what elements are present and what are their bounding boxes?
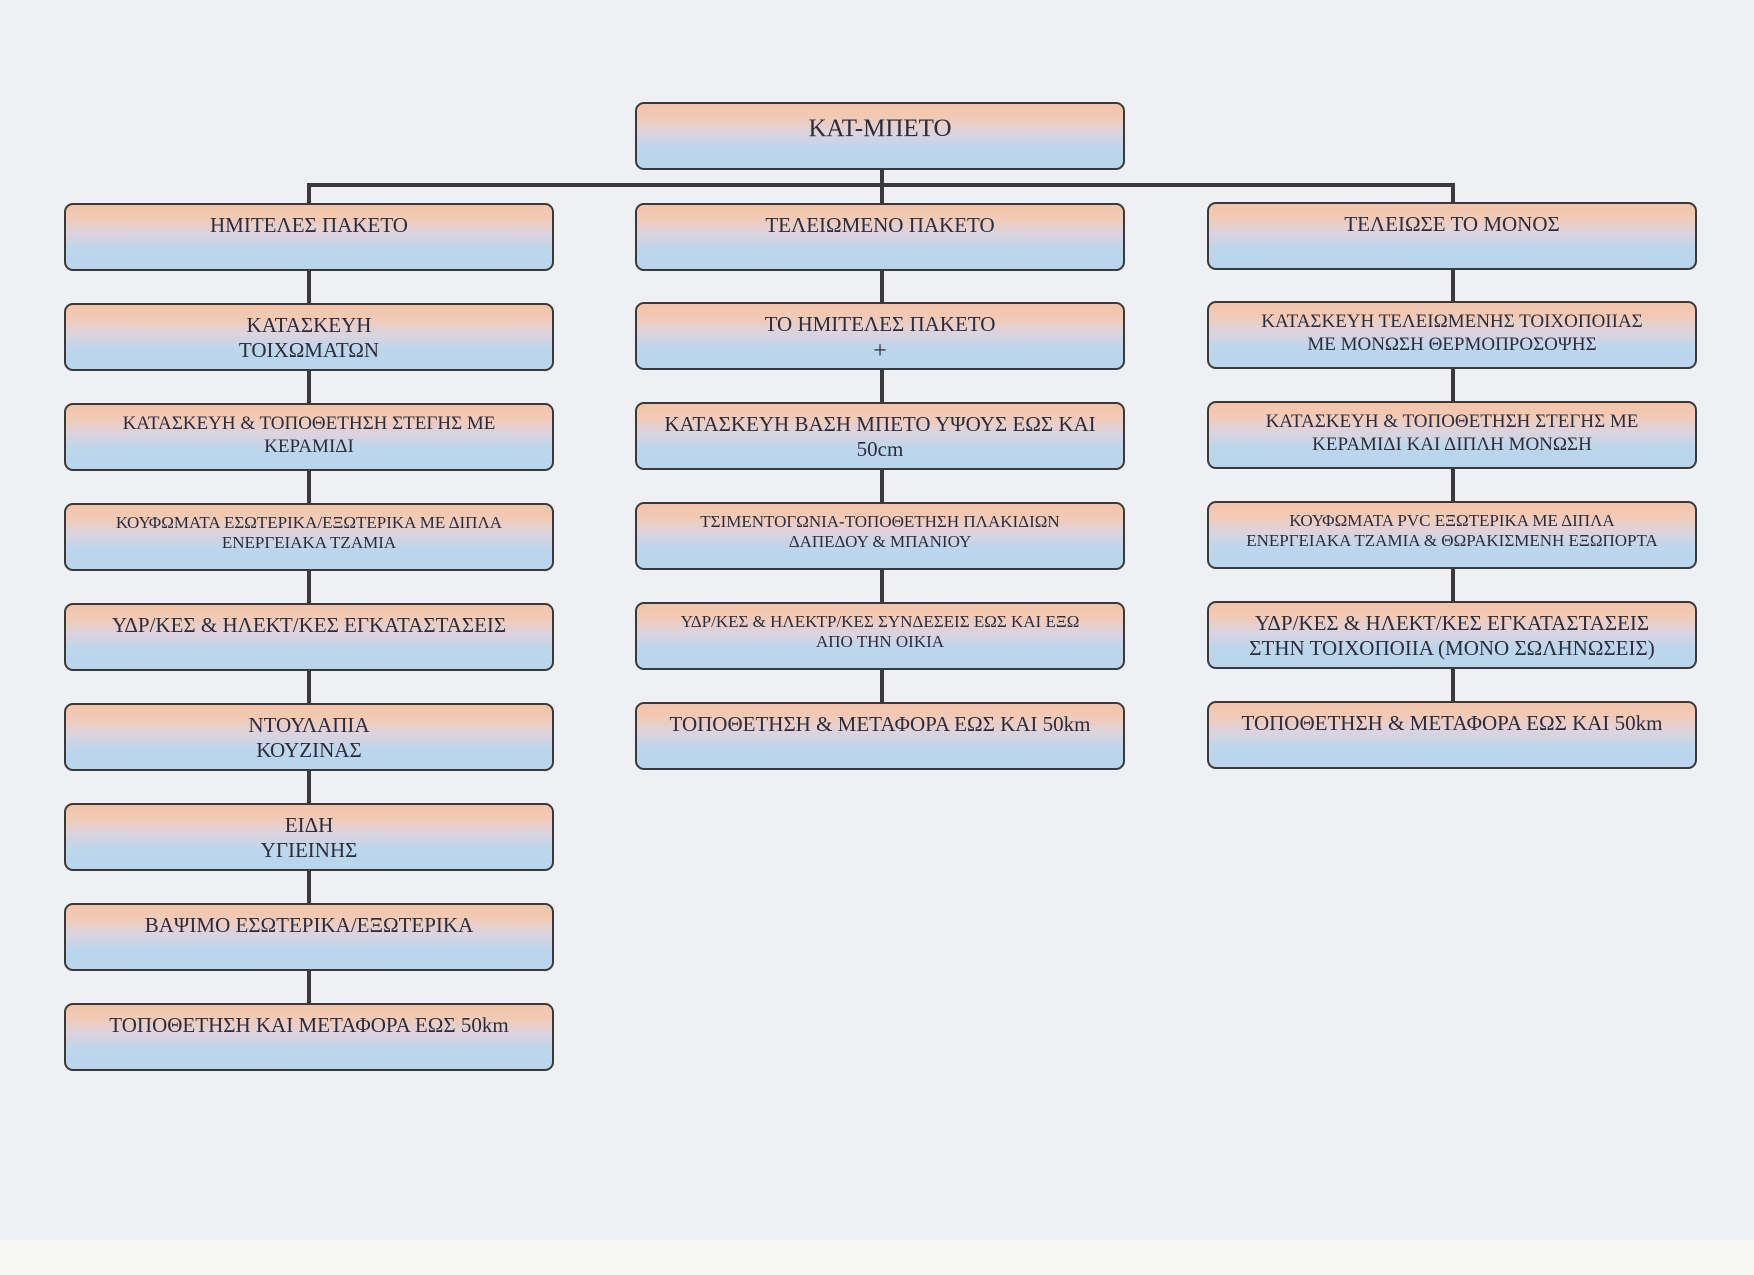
node-label-line-1: ΚΑΤΑΣΚΕΥΗ ΤΕΛΕΙΩΜΕΝΗΣ ΤΟΙΧΟΠΟΙΙΑΣ: [1261, 311, 1643, 332]
column-spine-2: [880, 268, 884, 703]
node-υδραυλικες-ηλεκτρικες: ΥΔΡ/ΚΕΣ & ΗΛΕΚΤ/ΚΕΣ ΕΓΚΑΤΑΣΤΑΣΕΙΣ: [64, 603, 554, 671]
root-node: ΚΑΤ-ΜΠΕΤΟ: [635, 102, 1125, 170]
column-header-τελειωμενο-πακετο: ΤΕΛΕΙΩΜΕΝΟ ΠΑΚΕΤΟ: [635, 203, 1125, 271]
node-κουφωματα: ΚΟΥΦΩΜΑΤΑ ΕΣΩΤΕΡΙΚΑ/ΕΞΩΤΕΡΙΚΑ ΜΕ ΔΙΠΛΑ Ε…: [64, 503, 554, 571]
node-τοιχοποιια-θερμοπροσοψη: ΚΑΤΑΣΚΕΥΗ ΤΕΛΕΙΩΜΕΝΗΣ ΤΟΙΧΟΠΟΙΙΑΣ ΜΕ ΜΟΝ…: [1207, 301, 1697, 369]
column-header-τελειωσε-το-μονος: ΤΕΛΕΙΩΣΕ ΤΟ ΜΟΝΟΣ: [1207, 202, 1697, 270]
node-label-line-1: ΥΔΡ/ΚΕΣ & ΗΛΕΚΤ/ΚΕΣ ΕΓΚΑΤΑΣΤΑΣΕΙΣ: [1254, 611, 1650, 635]
node-label-line-2: ΔΑΠΕΔΟΥ & ΜΠΑΝΙΟΥ: [788, 532, 972, 552]
node-label-line-1: ΤΟΠΟΘΕΤΗΣΗ ΚΑΙ ΜΕΤΑΦΟΡΑ ΕΩΣ 50km: [109, 1013, 509, 1037]
node-ειδη-υγιεινης: ΕΙΔΗ ΥΓΙΕΙΝΗΣ: [64, 803, 554, 871]
branch-drop-1: [307, 183, 311, 204]
node-label-line-2: ΕΝΕΡΓΕΙΑΚΑ ΤΖΑΜΙΑ & ΘΩΡΑΚΙΣΜΕΝΗ ΕΞΩΠΟΡΤΑ: [1246, 531, 1658, 551]
node-label-line-1: ΚΑΤΑΣΚΕΥΗ: [246, 313, 372, 337]
node-τσιμεντογωνια: ΤΣΙΜΕΝΤΟΓΩΝΙΑ-ΤΟΠΟΘΕΤΗΣΗ ΠΛΑΚΙΔΙΩΝ ΔΑΠΕΔ…: [635, 502, 1125, 570]
node-κουφωματα-pvc: ΚΟΥΦΩΜΑΤΑ PVC ΕΞΩΤΕΡΙΚΑ ΜΕ ΔΙΠΛΑ ΕΝΕΡΓΕΙ…: [1207, 501, 1697, 569]
node-label-line-1: ΚΑΤΑΣΚΕΥΗ & ΤΟΠΟΘΕΤΗΣΗ ΣΤΕΓΗΣ ΜΕ: [1265, 411, 1639, 432]
column-header-label: ΤΕΛΕΙΩΣΕ ΤΟ ΜΟΝΟΣ: [1344, 212, 1560, 236]
column-header-ημιτελες-πακετο: ΗΜΙΤΕΛΕΣ ΠΑΚΕΤΟ: [64, 203, 554, 271]
node-label-line-1: ΚΟΥΦΩΜΑΤΑ PVC ΕΞΩΤΕΡΙΚΑ ΜΕ ΔΙΠΛΑ: [1289, 511, 1615, 530]
node-στεγη-διπλη-μονωση: ΚΑΤΑΣΚΕΥΗ & ΤΟΠΟΘΕΤΗΣΗ ΣΤΕΓΗΣ ΜΕ ΚΕΡΑΜΙΔ…: [1207, 401, 1697, 469]
node-ντουλαπια-κουζινας: ΝΤΟΥΛΑΠΙΑ ΚΟΥΖΙΝΑΣ: [64, 703, 554, 771]
node-label-line-2: ΕΝΕΡΓΕΙΑΚΑ ΤΖΑΜΙΑ: [221, 533, 397, 553]
column-header-label: ΗΜΙΤΕΛΕΣ ΠΑΚΕΤΟ: [210, 213, 408, 237]
root-connector: [880, 168, 884, 186]
branch-drop-2: [880, 183, 884, 204]
node-label-line-1: ΒΑΨΙΜΟ ΕΣΩΤΕΡΙΚΑ/ΕΞΩΤΕΡΙΚΑ: [144, 913, 474, 937]
node-label-line-2: ΣΤΗΝ ΤΟΙΧΟΠΟΙΙΑ (ΜΟΝΟ ΣΩΛΗΝΩΣΕΙΣ): [1249, 636, 1655, 661]
node-label-line-2: ΥΓΙΕΙΝΗΣ: [260, 838, 358, 863]
node-label-line-2: ΚΟΥΖΙΝΑΣ: [256, 738, 362, 763]
node-label-line-2: ΑΠΟ ΤΗΝ ΟΙΚΙΑ: [815, 632, 945, 652]
node-label-line-1: ΤΣΙΜΕΝΤΟΓΩΝΙΑ-ΤΟΠΟΘΕΤΗΣΗ ΠΛΑΚΙΔΙΩΝ: [700, 512, 1060, 531]
node-εγκαταστασεις-σωληνωσεις: ΥΔΡ/ΚΕΣ & ΗΛΕΚΤ/ΚΕΣ ΕΓΚΑΤΑΣΤΑΣΕΙΣ ΣΤΗΝ Τ…: [1207, 601, 1697, 669]
node-label-line-1: ΝΤΟΥΛΑΠΙΑ: [248, 713, 370, 737]
node-label-line-1: ΤΟ ΗΜΙΤΕΛΕΣ ΠΑΚΕΤΟ: [764, 312, 996, 336]
node-label-line-2: ΜΕ ΜΟΝΩΣΗ ΘΕΡΜΟΠΡΟΣΟΨΗΣ: [1307, 333, 1597, 355]
node-στεγη-κεραμιδι: ΚΑΤΑΣΚΕΥΗ & ΤΟΠΟΘΕΤΗΣΗ ΣΤΕΓΗΣ ΜΕ ΚΕΡΑΜΙΔ…: [64, 403, 554, 471]
node-label-line-2: 50cm: [856, 437, 904, 462]
node-label-line-2: ΚΕΡΑΜΙΔΙ ΚΑΙ ΔΙΠΛΗ ΜΟΝΩΣΗ: [1312, 433, 1592, 455]
node-βαψιμο: ΒΑΨΙΜΟ ΕΣΩΤΕΡΙΚΑ/ΕΞΩΤΕΡΙΚΑ: [64, 903, 554, 971]
node-label-line-2: ΚΕΡΑΜΙΔΙ: [264, 435, 354, 457]
node-τοποθετηση-μεταφορα: ΤΟΠΟΘΕΤΗΣΗ & ΜΕΤΑΦΟΡΑ ΕΩΣ ΚΑΙ 50km: [1207, 701, 1697, 769]
node-label-line-1: ΤΟΠΟΘΕΤΗΣΗ & ΜΕΤΑΦΟΡΑ ΕΩΣ ΚΑΙ 50km: [1241, 711, 1663, 735]
column-header-label: ΤΕΛΕΙΩΜΕΝΟ ΠΑΚΕΤΟ: [765, 213, 995, 237]
node-label-line-1: ΚΑΤΑΣΚΕΥΗ ΒΑΣΗ ΜΠΕΤΟ ΥΨΟΥΣ ΕΩΣ ΚΑΙ: [664, 412, 1096, 436]
node-label-line-2: ΤΟΙΧΩΜΑΤΩΝ: [238, 338, 380, 363]
node-τοποθετηση-μεταφορα: ΤΟΠΟΘΕΤΗΣΗ ΚΑΙ ΜΕΤΑΦΟΡΑ ΕΩΣ 50km: [64, 1003, 554, 1071]
node-κατασκευη-τοιχωματων: ΚΑΤΑΣΚΕΥΗ ΤΟΙΧΩΜΑΤΩΝ: [64, 303, 554, 371]
plus-sign: +: [873, 338, 887, 365]
node-label-line-1: ΥΔΡ/ΚΕΣ & ΗΛΕΚΤΡ/ΚΕΣ ΣΥΝΔΕΣΕΙΣ ΕΩΣ ΚΑΙ Ε…: [680, 612, 1080, 631]
branch-drop-3: [1451, 183, 1455, 204]
node-label-line-1: ΕΙΔΗ: [284, 813, 334, 837]
column-spine-3: [1451, 268, 1455, 703]
page-margin: [0, 1240, 1754, 1275]
node-label-line-1: ΚΑΤΑΣΚΕΥΗ & ΤΟΠΟΘΕΤΗΣΗ ΣΤΕΓΗΣ ΜΕ: [122, 413, 496, 434]
node-βαση-μπετο: ΚΑΤΑΣΚΕΥΗ ΒΑΣΗ ΜΠΕΤΟ ΥΨΟΥΣ ΕΩΣ ΚΑΙ 50cm: [635, 402, 1125, 470]
node-συνδεσεις: ΥΔΡ/ΚΕΣ & ΗΛΕΚΤΡ/ΚΕΣ ΣΥΝΔΕΣΕΙΣ ΕΩΣ ΚΑΙ Ε…: [635, 602, 1125, 670]
node-label-line-1: ΥΔΡ/ΚΕΣ & ΗΛΕΚΤ/ΚΕΣ ΕΓΚΑΤΑΣΤΑΣΕΙΣ: [111, 613, 507, 637]
node-label-line-1: ΤΟΠΟΘΕΤΗΣΗ & ΜΕΤΑΦΟΡΑ ΕΩΣ ΚΑΙ 50km: [669, 712, 1091, 736]
node-label-line-1: ΚΟΥΦΩΜΑΤΑ ΕΣΩΤΕΡΙΚΑ/ΕΞΩΤΕΡΙΚΑ ΜΕ ΔΙΠΛΑ: [115, 513, 503, 532]
node-το-ημιτελες-πακετο: ΤΟ ΗΜΙΤΕΛΕΣ ΠΑΚΕΤΟ +: [635, 302, 1125, 370]
root-node-label: ΚΑΤ-ΜΠΕΤΟ: [808, 115, 952, 142]
node-τοποθετηση-μεταφορα: ΤΟΠΟΘΕΤΗΣΗ & ΜΕΤΑΦΟΡΑ ΕΩΣ ΚΑΙ 50km: [635, 702, 1125, 770]
